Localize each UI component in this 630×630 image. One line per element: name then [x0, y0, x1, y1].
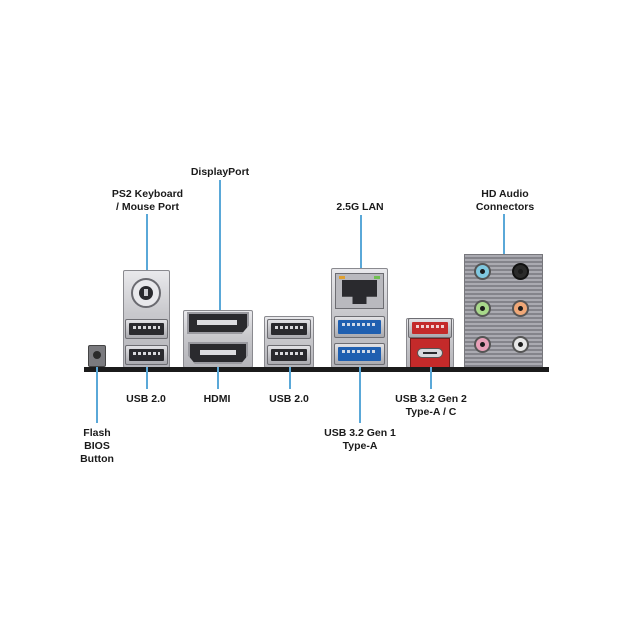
usb-a-port-icon[interactable] — [408, 318, 452, 338]
leader-line-hd-audio — [503, 214, 505, 256]
label-usb32-gen2: USB 3.2 Gen 2 Type-A / C — [395, 393, 467, 418]
audio-jack-icon[interactable] — [512, 336, 529, 353]
label-hd-audio: HD Audio Connectors — [475, 188, 535, 213]
audio-jack-icon[interactable] — [512, 263, 529, 280]
ethernet-port-icon[interactable] — [335, 273, 384, 309]
label-usb20-left: USB 2.0 — [126, 393, 166, 405]
leader-line-usb20-left — [146, 367, 148, 389]
displayport-port-icon[interactable] — [187, 312, 249, 334]
io-shield-board — [84, 367, 549, 372]
flash-bios-button[interactable] — [88, 345, 106, 367]
label-usb20-mid: USB 2.0 — [269, 393, 309, 405]
leader-line-hdmi — [217, 367, 219, 389]
leader-line-ps2 — [146, 214, 148, 274]
usb-a-port-icon[interactable] — [125, 345, 168, 365]
label-usb32-gen1: USB 3.2 Gen 1 Type-A — [324, 427, 396, 452]
usb-a-port-icon[interactable] — [334, 316, 385, 338]
audio-jack-icon[interactable] — [474, 263, 491, 280]
label-lan: 2.5G LAN — [336, 201, 384, 213]
audio-jack-icon[interactable] — [474, 336, 491, 353]
label-flash-bios: Flash BIOS Button — [80, 427, 114, 465]
leader-line-flash-bios — [96, 367, 98, 423]
audio-jack-icon[interactable] — [474, 300, 491, 317]
leader-line-lan — [360, 215, 362, 270]
push-button-icon — [88, 345, 106, 367]
leader-line-usb32-gen1 — [359, 367, 361, 423]
label-hdmi: HDMI — [203, 393, 231, 405]
hdmi-port-icon[interactable] — [188, 342, 248, 364]
leader-line-displayport — [219, 180, 221, 310]
label-ps2: PS2 Keyboard / Mouse Port — [111, 188, 184, 213]
usb-a-port-icon[interactable] — [125, 319, 168, 339]
usb-c-port-icon[interactable] — [410, 338, 450, 368]
ps2-port-icon[interactable] — [131, 278, 161, 308]
leader-line-usb20-mid — [289, 367, 291, 389]
leader-line-usb32-gen2 — [430, 367, 432, 389]
usb-a-port-icon[interactable] — [334, 343, 385, 365]
audio-jack-icon[interactable] — [512, 300, 529, 317]
usb-a-port-icon[interactable] — [267, 319, 311, 339]
usb-a-port-icon[interactable] — [267, 345, 311, 365]
label-displayport: DisplayPort — [190, 166, 250, 178]
